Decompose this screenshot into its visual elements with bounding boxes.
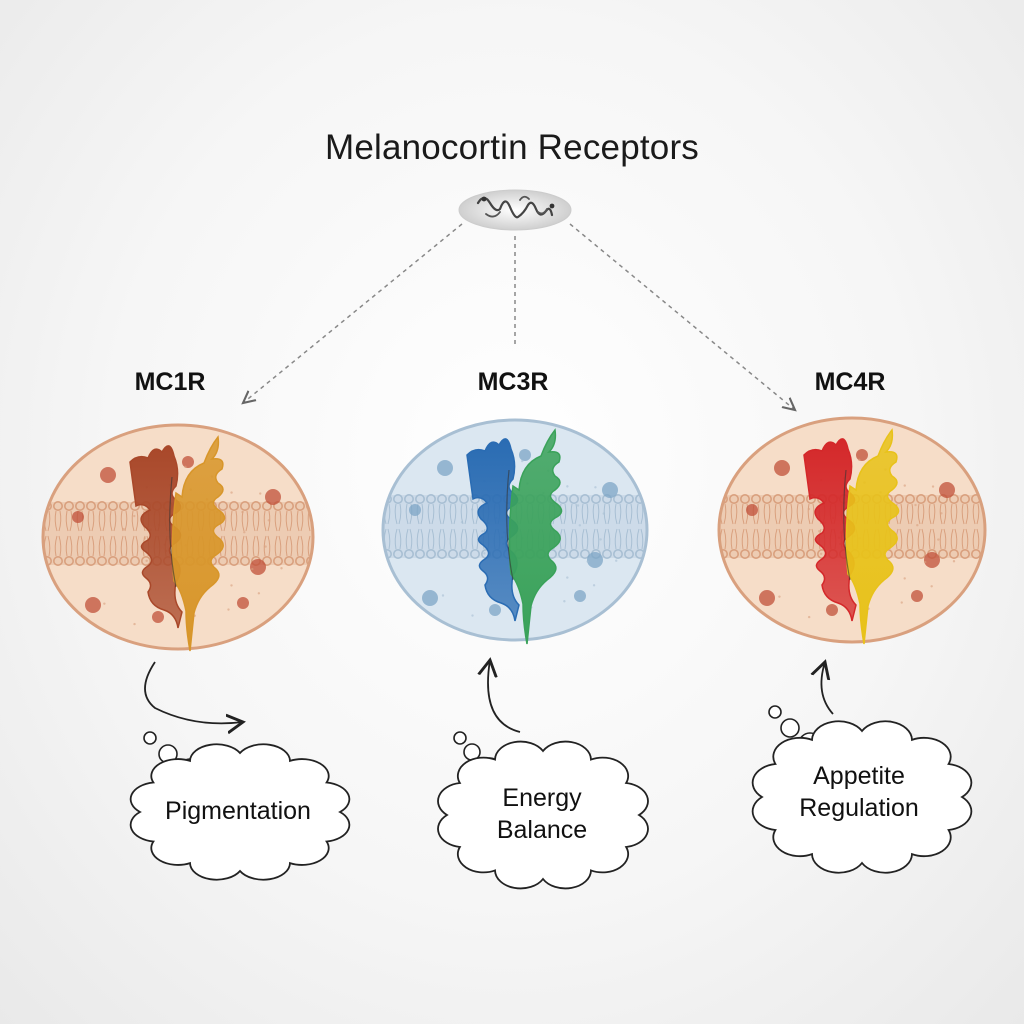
vesicle <box>924 552 940 568</box>
vesicle <box>250 559 266 575</box>
vesicle <box>939 482 955 498</box>
cloud-outline <box>437 740 649 890</box>
receptor-cell-mc3r <box>381 418 649 645</box>
function-line: Appetite <box>813 762 905 790</box>
vesicle <box>774 460 790 476</box>
function-text-mc1r: Pigmentation <box>138 795 338 827</box>
connector-mc1r <box>243 223 463 403</box>
vesicle <box>746 504 758 516</box>
function-line: Energy <box>502 784 582 812</box>
vesicle <box>602 482 618 498</box>
vesicle <box>574 590 586 602</box>
function-text-mc4r: Appetite Regulation <box>759 760 959 824</box>
receptor-helix-right <box>171 435 226 652</box>
connector-mc4r <box>569 223 795 410</box>
thought-bubble <box>768 705 782 719</box>
receptor-cell-mc4r <box>717 416 987 645</box>
vesicle <box>182 456 194 468</box>
receptor-label-mc4r: MC4R <box>814 368 886 396</box>
vesicle <box>409 504 421 516</box>
thought-bubble <box>143 731 157 745</box>
arrow-mc4r <box>821 662 834 715</box>
binding-connectors <box>243 223 795 410</box>
vesicle <box>759 590 775 606</box>
cloud-outline <box>751 720 973 874</box>
vesicle <box>237 597 249 609</box>
receptor-helix-right <box>845 428 900 645</box>
vesicle <box>422 590 438 606</box>
diagram-title: Melanocortin Receptors <box>324 128 700 167</box>
vesicle <box>489 604 501 616</box>
thought-cloud-mc3r <box>437 731 649 890</box>
vesicle <box>152 611 164 623</box>
receptor-label-mc3r: MC3R <box>477 368 549 396</box>
function-line: Balance <box>496 816 588 844</box>
receptor-helix-right <box>508 428 563 645</box>
thought-cloud-mc1r <box>129 731 351 881</box>
receptor-label-mc1r: MC1R <box>134 368 206 396</box>
vesicle <box>100 467 116 483</box>
vesicle <box>85 597 101 613</box>
thought-cloud-mc4r <box>751 705 973 874</box>
cloud-outline <box>129 743 351 881</box>
vesicle <box>856 449 868 461</box>
vesicle <box>265 489 281 505</box>
vesicle <box>911 590 923 602</box>
vesicle <box>72 511 84 523</box>
function-text-mc3r: Energy Balance <box>442 782 642 846</box>
function-line: Regulation <box>799 794 919 822</box>
arrow-mc3r <box>488 660 521 733</box>
vesicle <box>826 604 838 616</box>
function-line: Pigmentation <box>165 797 311 825</box>
vesicle <box>519 449 531 461</box>
receptor-cell-mc1r <box>41 423 315 652</box>
peptide-ligand-icon <box>458 189 572 231</box>
thought-bubble <box>453 731 467 745</box>
arrow-mc1r <box>144 661 243 723</box>
vesicle <box>437 460 453 476</box>
vesicle <box>587 552 603 568</box>
thought-bubble <box>780 718 800 738</box>
